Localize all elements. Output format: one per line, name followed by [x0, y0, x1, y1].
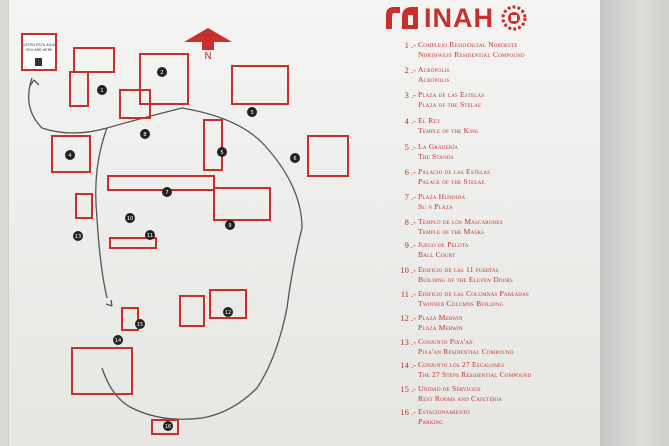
legend-number: 3 .-	[404, 90, 416, 100]
legend-label-en: Plaza of the Stelae	[418, 100, 482, 109]
legend-number: 11 .-	[400, 289, 416, 299]
legend-label-es: Edificio de las Columnas Pareadas	[418, 289, 529, 298]
building-pixaan	[209, 289, 247, 319]
marker-label: 16	[165, 424, 171, 430]
legend-number: 6 .-	[404, 167, 416, 177]
legend-label-en: Su n Plaza	[418, 202, 453, 211]
marker-label: 6	[293, 156, 296, 162]
marker-label: 9	[228, 223, 231, 229]
legend-label-es: Conjunto Pixa'an	[418, 337, 473, 346]
legend-label-en: Parking	[418, 417, 444, 426]
legend-number: 2 .-	[404, 65, 416, 75]
site-markers: 1 2 3 4 5 6 7 8 9 10 11 12 13 14 15 16	[65, 67, 300, 431]
marker-label: 11	[147, 233, 153, 239]
person-icon	[35, 58, 42, 66]
legend-label-en: Pixa'an Residential Compound	[418, 347, 514, 356]
building-twinned-columns	[109, 237, 157, 249]
legend-label-en: Building of the Eleven Doors	[418, 275, 514, 284]
building-temple-king	[51, 135, 91, 173]
walking-trail	[28, 77, 303, 420]
trail-arrow-icon	[29, 79, 40, 87]
legend-number: 7 .-	[404, 192, 416, 202]
marker-label: 13	[75, 234, 81, 240]
building-parking	[151, 419, 179, 435]
legend-number: 1 .-	[404, 40, 416, 50]
marker-label: 1	[100, 88, 103, 94]
building-temple-masks	[307, 135, 349, 177]
legend-number: 10 .-	[400, 265, 416, 275]
marker-label: 10	[127, 216, 133, 222]
legend-number: 5 .-	[404, 142, 416, 152]
legend-label-en: Ball Court	[418, 250, 456, 259]
building-27-steps	[71, 347, 133, 395]
background-wall	[600, 0, 669, 446]
legend-label-en: The 27 Steps Residential Compound	[418, 370, 532, 379]
legend-label-es: Plaza Merwin	[418, 313, 463, 322]
legend-number: 9 .-	[404, 240, 416, 250]
marker-label: 14	[115, 338, 121, 344]
inah-seal-icon	[501, 5, 527, 31]
legend-number: 12 .-	[400, 313, 416, 323]
marker-label: 12	[225, 310, 231, 316]
building-stands	[203, 119, 223, 171]
marker-label: 2	[160, 70, 163, 76]
legend-label-es: Plaza de las Estelas	[418, 90, 485, 99]
site-buildings	[51, 47, 349, 435]
legend-label-es: La Gradería	[418, 142, 459, 151]
building-plaza-stelae	[231, 65, 289, 105]
legend-label-es: Templo de los Mascarones	[418, 217, 503, 226]
building-northwest-compound-b	[69, 71, 89, 107]
legend-number: 13 .-	[400, 337, 416, 347]
legend-label-es: El Rey	[418, 116, 441, 125]
legend-label-es: Plaza Hundida	[418, 192, 466, 201]
building-eleven-doors	[75, 193, 93, 219]
legend-label-en: Northwest Residential Compound	[418, 50, 525, 59]
north-arrow-icon	[184, 28, 232, 42]
legend-label-en: Acrópolis	[418, 75, 450, 84]
legend-label-es: Juego de Pelota	[418, 240, 469, 249]
marker-label: 8	[143, 132, 146, 138]
marker-label: 4	[68, 153, 71, 159]
legend-label-en: Rest Rooms and Cafeteria	[418, 394, 503, 403]
inah-logo-text: INAH	[424, 3, 494, 33]
marker-label: 3	[250, 110, 253, 116]
building-northwest-compound	[73, 47, 115, 73]
legend-label-en: The Stands	[418, 152, 454, 161]
legend-label-es: Acrópolis	[418, 65, 450, 74]
legend-number: 15 .-	[400, 384, 416, 394]
legend-label-es: Conjunto los 27 Escalones	[418, 360, 505, 369]
building-plaza-merwin	[179, 295, 205, 327]
legend-label-es: Edificio de las 11 puertas	[418, 265, 499, 274]
legend-label-es: Unidad de Servicios	[418, 384, 481, 393]
inah-logo: INAH	[382, 2, 530, 34]
building-palace-stelae	[107, 175, 215, 191]
legend-label-es: Estacionamiento	[418, 407, 470, 416]
legend-label-en: Temple of the King	[418, 126, 479, 135]
legend-label-en: Twinned Columns Building	[418, 299, 504, 308]
legend-label-es: Complejo Residencial Noroeste	[418, 40, 518, 49]
marker-label: 5	[220, 150, 223, 156]
trail-arrow-icon	[105, 299, 113, 307]
north-arrow-stem	[202, 42, 214, 50]
legend-label-es: Palacio de las Estelas	[418, 167, 491, 176]
legend-number: 14 .-	[400, 360, 416, 370]
north-label: N	[204, 51, 211, 62]
sign-panel	[8, 0, 602, 446]
legend-number: 16 .-	[400, 407, 416, 417]
legend-number: 4 .-	[404, 116, 416, 126]
legend-label-en: Plaza Merwin	[418, 323, 463, 332]
marker-label: 15	[137, 322, 143, 328]
building-acropolis-b	[119, 89, 151, 119]
inah-emblem-icon	[386, 7, 418, 29]
legend-number: 8 .-	[404, 217, 416, 227]
building-services	[121, 307, 139, 331]
legend-label-en: Temple of the Masks	[418, 227, 485, 236]
building-acropolis	[139, 53, 189, 105]
marker-label: 7	[165, 190, 168, 196]
legend-label-en: Palace of the Stelae	[418, 177, 485, 186]
building-ball-court	[213, 187, 271, 221]
